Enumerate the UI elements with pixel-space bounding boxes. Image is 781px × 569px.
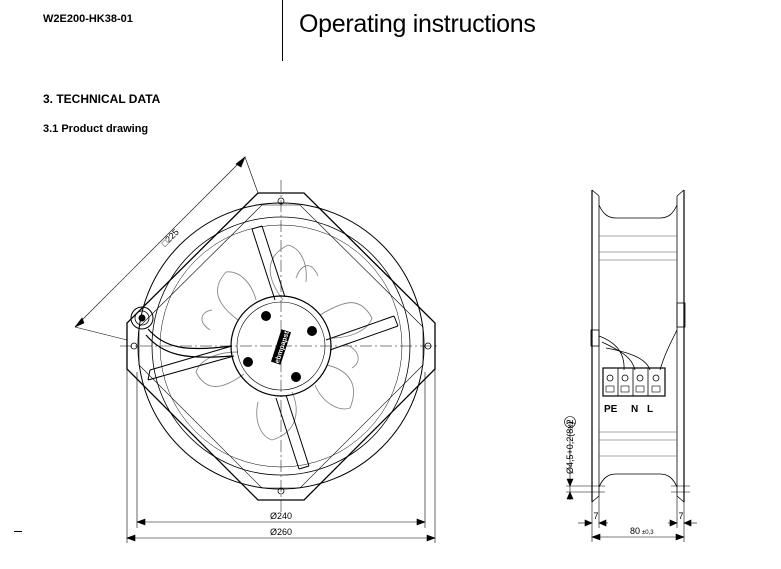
hole-note-leader <box>564 416 586 500</box>
side-dimensions <box>578 496 697 542</box>
header-divider <box>282 0 283 61</box>
fan-blades <box>195 244 373 441</box>
housing-outline <box>126 192 436 501</box>
terminal-block <box>602 367 666 397</box>
section-title: 3. TECHNICAL DATA <box>43 92 161 106</box>
margin-dash <box>14 531 22 532</box>
outer-diameter-label: Ø260 <box>270 527 292 537</box>
wiring <box>598 329 678 371</box>
terminal-label-l: L <box>647 404 653 415</box>
hole-callout: 2 <box>565 419 575 424</box>
hub-screws <box>243 311 317 382</box>
brand-label: ebmpapst <box>270 329 291 365</box>
subsection-title: 3.1 Product drawing <box>43 123 149 135</box>
terminal-label-pe: PE <box>604 404 618 415</box>
struts <box>147 225 399 470</box>
square-dimension-label: □225 <box>159 227 181 249</box>
depth-dimension: 80 <box>630 526 640 536</box>
inner-diameter-label: Ø240 <box>270 511 292 521</box>
mounting-holes <box>130 197 432 495</box>
cable-gland <box>130 306 233 358</box>
model-code: W2E200-HK38-01 <box>43 13 133 25</box>
terminal-label-n: N <box>631 404 638 415</box>
depth-tolerance: ±0,3 <box>642 530 654 536</box>
front-view: ebmpapst □225 <box>74 156 440 543</box>
outer-ring <box>137 202 425 490</box>
right-flange-dimension: 7 <box>678 511 683 521</box>
diameter-dimensions <box>126 369 436 543</box>
hole-note: Ø4,5+0,2(8x) <box>565 421 575 474</box>
side-view: PE N L Ø4,5+0,2(8x) 2 <box>564 189 697 542</box>
document-title: Operating instructions <box>299 10 536 38</box>
square-dimension <box>74 156 259 341</box>
left-flange-dimension: 7 <box>593 511 598 521</box>
